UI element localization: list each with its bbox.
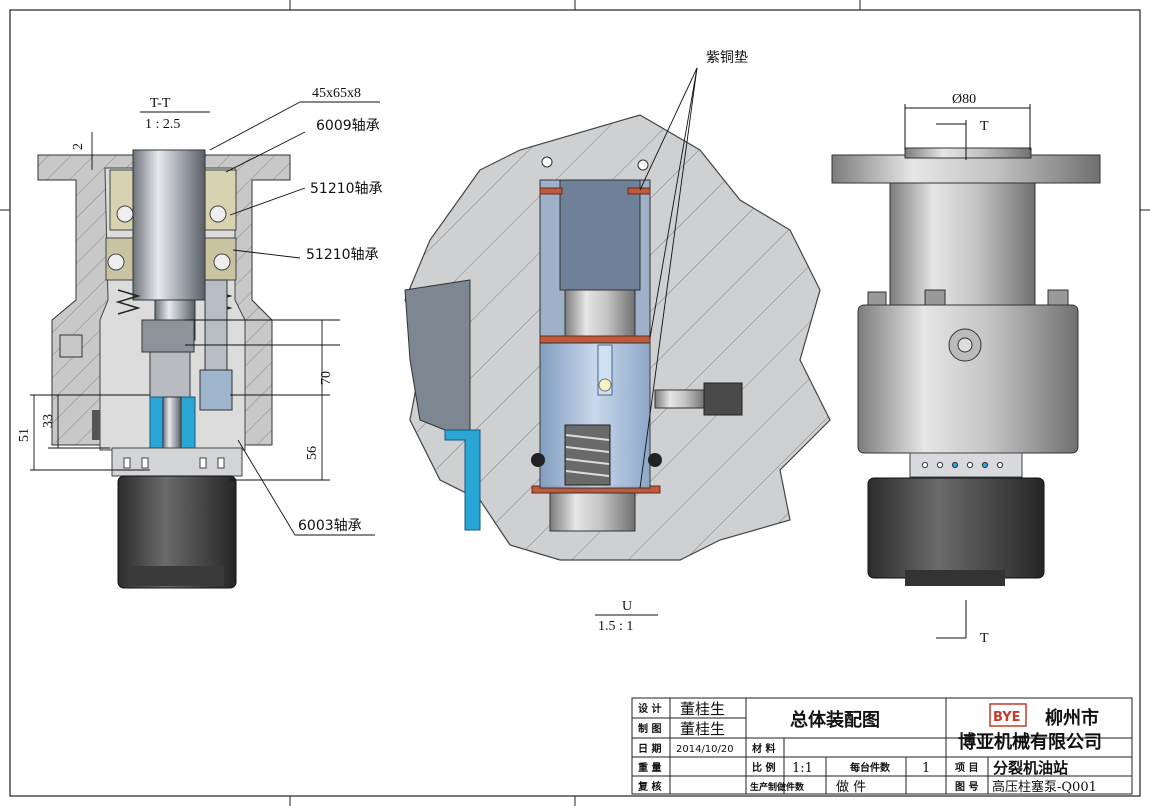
- tb-drawing-no-value: 高压柱塞泵-Q001: [992, 779, 1097, 795]
- tb-material-label: 材 料: [752, 742, 775, 755]
- tb-scale-label: 比 例: [752, 761, 775, 774]
- tb-drawing-no-label: 图 号: [955, 781, 978, 793]
- section-mark-bottom: T: [980, 631, 989, 646]
- title-block: [631, 697, 1133, 795]
- company-logo: BYE: [989, 703, 1027, 727]
- dimensions-left: [30, 132, 330, 481]
- tb-project-value: 分裂机油站: [993, 759, 1068, 777]
- tb-production-label: 生产制做件数: [750, 781, 805, 793]
- right-diameter: Ø80: [952, 92, 976, 107]
- dim-70: 70: [319, 371, 334, 385]
- tb-weight-label: 重 量: [638, 761, 661, 774]
- tb-scale-value: 1:1: [792, 761, 813, 776]
- dim-33: 33: [41, 414, 56, 428]
- tb-date-label: 日 期: [638, 742, 661, 755]
- tb-company-line2: 博亚机械有限公司: [958, 731, 1102, 753]
- callout-bearing-51210-b: 51210轴承: [306, 247, 379, 263]
- dim-2: 2: [71, 143, 86, 150]
- tb-per-unit-value: 1: [922, 761, 930, 776]
- dim-51: 51: [17, 428, 32, 442]
- exterior-view-right: Ø80 T T: [831, 92, 1101, 646]
- view-middle-scale: 1.5 : 1: [598, 619, 633, 634]
- detail-view-middle: 紫铜垫 U 1.5 : 1: [404, 50, 831, 634]
- view-left-name: T-T: [150, 96, 171, 111]
- view-left-scale: 1 : 2.5: [145, 117, 180, 132]
- tb-production-value: 做 件: [836, 780, 866, 795]
- logo-letters: BYE: [993, 710, 1021, 725]
- callout-bearing-51210-a: 51210轴承: [310, 181, 383, 197]
- callout-bearing-6009: 6009轴承: [316, 118, 380, 134]
- callout-bearing-6003: 6003轴承: [298, 518, 362, 534]
- tb-check-label: 复 核: [637, 780, 661, 793]
- tb-per-unit-label: 每台件数: [850, 761, 891, 774]
- tb-drawing-title: 总体装配图: [790, 709, 880, 731]
- callout-seal: 45x65x8: [312, 86, 361, 101]
- callout-copper-gasket: 紫铜垫: [706, 50, 748, 66]
- tb-draw-name: 董桂生: [680, 720, 725, 738]
- callouts-left: [185, 101, 380, 536]
- tb-design-name: 董桂生: [680, 700, 725, 718]
- section-view-left: T-T 1 : 2.5: [37, 96, 291, 589]
- tb-company-line1: 柳州市: [1045, 707, 1099, 729]
- dim-56: 56: [305, 446, 320, 460]
- tb-date-value: 2014/10/20: [676, 744, 734, 755]
- view-middle-name: U: [622, 599, 632, 614]
- tb-draw-label: 制 图: [638, 722, 661, 735]
- section-mark-top: T: [980, 119, 989, 134]
- tb-project-label: 项 目: [955, 762, 978, 774]
- tb-design-label: 设 计: [638, 702, 661, 715]
